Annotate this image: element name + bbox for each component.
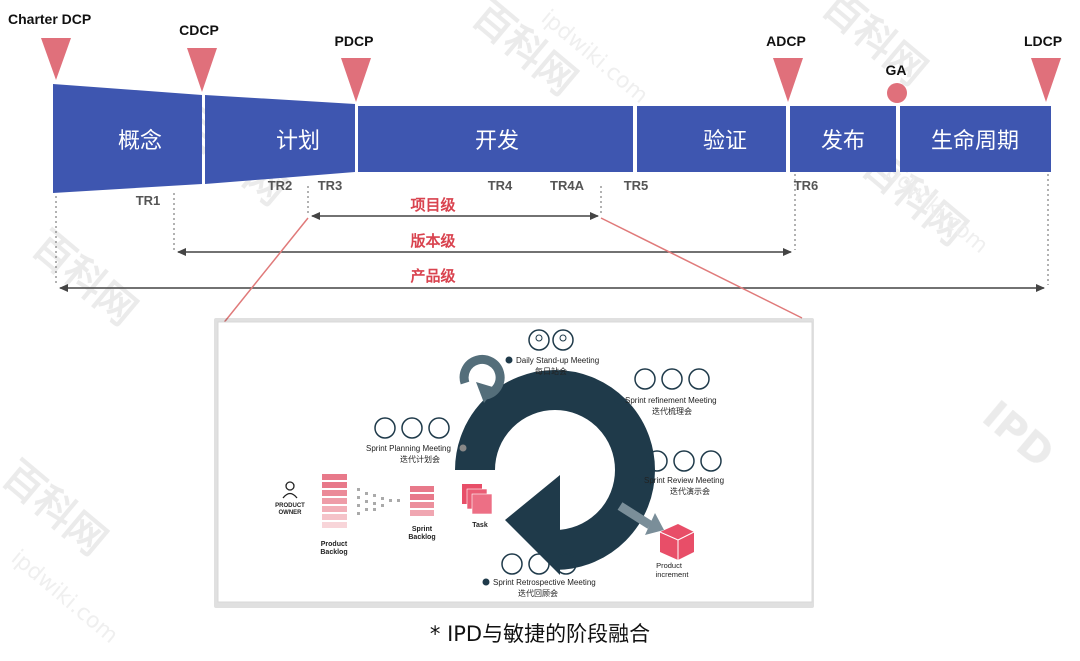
phase-develop-block <box>358 106 633 172</box>
pdcp-marker <box>341 58 371 102</box>
planning-meeting-cn: 迭代计划会 <box>400 454 440 464</box>
level-ranges: 项目级 版本级 产品级 <box>59 196 1045 292</box>
figure-caption: * IPD与敏捷的阶段融合 <box>429 622 651 646</box>
meeting-daily: Daily Stand-up Meeting 每日站会 <box>505 329 599 376</box>
task-cards <box>462 484 493 515</box>
phase-develop-label: 开发 <box>475 129 519 154</box>
watermark-brand: 百科网 <box>464 0 585 105</box>
charter-dcp-marker <box>41 38 71 80</box>
planning-meeting-en: Sprint Planning Meeting <box>366 444 451 453</box>
version-level-label: 版本级 <box>410 232 456 250</box>
daily-meeting-cn: 每日站会 <box>535 366 567 376</box>
ldcp-label: LDCP <box>1024 33 1062 49</box>
ldcp-marker <box>1031 58 1061 102</box>
increment-label-2: increment <box>656 570 690 579</box>
review-meeting-cn: 迭代演示会 <box>670 486 710 496</box>
adcp-label: ADCP <box>766 33 806 49</box>
technical-reviews: TR1 TR2 TR3 TR4 TR4A TR5 TR6 <box>136 178 819 208</box>
charter-dcp-label: Charter DCP <box>8 11 91 27</box>
watermark-brand: 百科网 <box>24 222 145 334</box>
cdcp-label: CDCP <box>179 22 219 38</box>
daily-loop <box>459 354 505 400</box>
phase-plan-block <box>205 95 355 184</box>
daily-meeting-en: Daily Stand-up Meeting <box>516 356 599 365</box>
zoom-line-left <box>221 217 309 326</box>
tr2-label: TR2 <box>268 178 293 193</box>
phase-lifecycle-block <box>900 106 1051 172</box>
sprint-cycle-ring <box>455 370 655 570</box>
project-level-label: 项目级 <box>410 196 456 214</box>
increment-arrow <box>617 502 653 529</box>
adcp-marker <box>773 58 803 102</box>
review-meeting-en: Sprint Review Meeting <box>644 476 724 485</box>
cdcp-marker <box>187 48 217 92</box>
phase-verify-label: 验证 <box>703 129 747 154</box>
pdcp-label: PDCP <box>335 33 374 49</box>
phase-bar: 概念 计划 开发 验证 发布 生命周期 <box>53 84 1051 193</box>
tr1-label: TR1 <box>136 193 161 208</box>
tr4a-label: TR4A <box>550 178 585 193</box>
phase-concept-label: 概念 <box>118 129 162 154</box>
review-guides <box>55 174 1049 285</box>
phase-concept-block <box>53 84 202 193</box>
phase-release-label: 发布 <box>821 129 865 154</box>
phase-verify-block <box>637 106 786 172</box>
phase-lifecycle-label: 生命周期 <box>931 129 1019 154</box>
tr3-label: TR3 <box>318 178 343 193</box>
product-owner-label-1: PRODUCT <box>275 503 305 509</box>
sprint-backlog-label-2: Backlog <box>408 534 435 541</box>
product-backlog-label-2: Backlog <box>320 549 347 556</box>
watermark-brand: 百科网 <box>0 452 115 564</box>
refinement-meeting-cn: 迭代梳理会 <box>652 406 692 416</box>
daily-loop-arrowhead <box>476 382 496 403</box>
phase-release-block <box>790 106 896 172</box>
meeting-refinement: Sprint refinement Meeting 迭代梳理会 <box>614 368 717 416</box>
sprint-backlog-label-1: Sprint <box>412 526 433 533</box>
retrospective-meeting-en: Sprint Retrospective Meeting <box>493 578 596 587</box>
ga-label: GA <box>886 62 907 78</box>
tr5-label: TR5 <box>624 178 649 193</box>
meeting-retrospective: Sprint Retrospective Meeting 迭代回顾会 <box>482 553 596 598</box>
tr6-label: TR6 <box>794 178 819 193</box>
watermark-logo: IPD <box>974 392 1063 477</box>
meeting-review: Sprint Review Meeting 迭代演示会 <box>632 450 724 496</box>
retrospective-meeting-cn: 迭代回顾会 <box>518 588 558 598</box>
product-owner-label-2: OWNER <box>279 510 303 516</box>
task-label: Task <box>472 522 488 529</box>
product-owner-icon <box>282 481 298 499</box>
tr4-label: TR4 <box>488 178 513 193</box>
backlog-funnel <box>357 488 400 515</box>
sprint-backlog-stack <box>410 486 434 516</box>
sprint-cycle-arrowhead <box>505 475 560 575</box>
zoom-line-right <box>600 217 803 319</box>
refinement-meeting-en: Sprint refinement Meeting <box>625 396 717 405</box>
product-backlog-label-1: Product <box>321 541 348 548</box>
increment-arrowhead <box>645 513 664 535</box>
phase-plan-label: 计划 <box>276 129 320 154</box>
meeting-planning: Sprint Planning Meeting 迭代计划会 <box>366 417 467 464</box>
scrum-panel: Product increment PRODUCT OWNER Product … <box>214 318 814 608</box>
product-increment-icon <box>660 524 694 560</box>
watermark-brand: 百科网 <box>814 0 935 95</box>
milestones: Charter DCP CDCP PDCP ADCP GA LDCP <box>8 11 1062 103</box>
product-backlog-stack <box>322 474 347 528</box>
product-level-label: 产品级 <box>410 267 456 285</box>
increment-label-1: Product <box>656 561 683 570</box>
ga-marker <box>887 83 907 103</box>
